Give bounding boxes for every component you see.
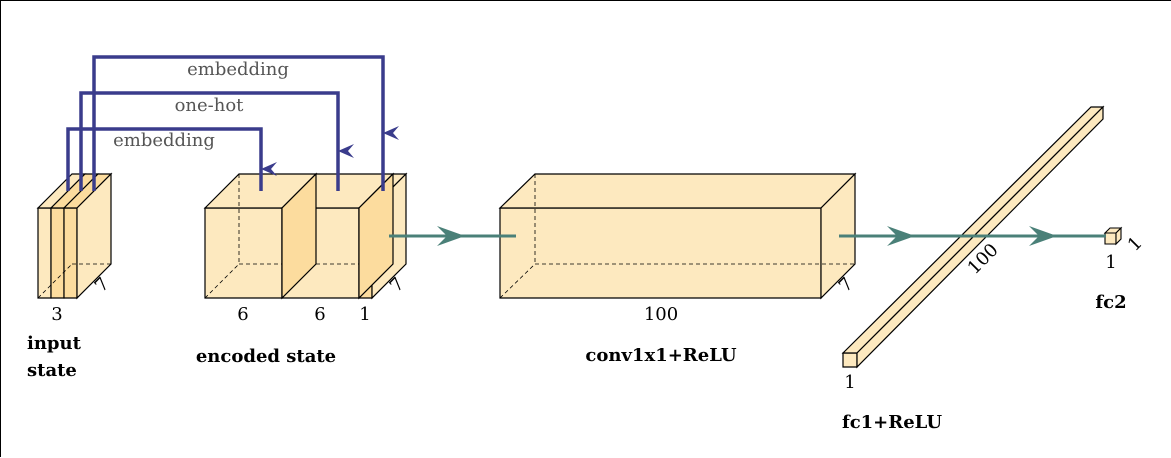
conv-depth-label: 7 (835, 274, 858, 297)
input-depth-label: 7 (91, 274, 114, 297)
input-state-title-1: input (27, 333, 82, 354)
flow-arrows (389, 226, 1106, 246)
encoded-segment2-label: 6 (314, 304, 325, 325)
connection-arrows (66, 55, 399, 191)
embedding-label-top: embedding (187, 59, 289, 80)
conv-block (498, 172, 857, 300)
fc2-title: fc2 (1095, 292, 1126, 313)
encoded-state-title: encoded state (196, 346, 336, 367)
conv-width-label: 100 (644, 304, 678, 325)
embedding-arrow-top (92, 55, 399, 191)
one-hot-label: one-hot (175, 95, 245, 116)
encoded-segment1-label: 6 (237, 304, 248, 325)
encoded-state-block (203, 172, 408, 300)
encoded-segment3-label: 1 (359, 304, 370, 325)
fc1-width-label: 1 (844, 372, 855, 393)
input-state-title-2: state (27, 360, 77, 381)
input-state-block (36, 172, 113, 300)
fc2-depth-label: 1 (1124, 233, 1147, 256)
fc2-width-label: 1 (1105, 252, 1116, 273)
encoded-depth-label: 7 (386, 274, 409, 297)
conv-title: conv1x1+ReLU (585, 345, 736, 366)
embedding-label-bottom: embedding (113, 130, 215, 151)
input-channels-label: 3 (51, 304, 62, 325)
fc2-block (1103, 226, 1123, 246)
embedding-arrow-bottom (66, 127, 277, 191)
fc1-title: fc1+ReLU (842, 412, 942, 433)
one-hot-arrow (79, 91, 354, 191)
